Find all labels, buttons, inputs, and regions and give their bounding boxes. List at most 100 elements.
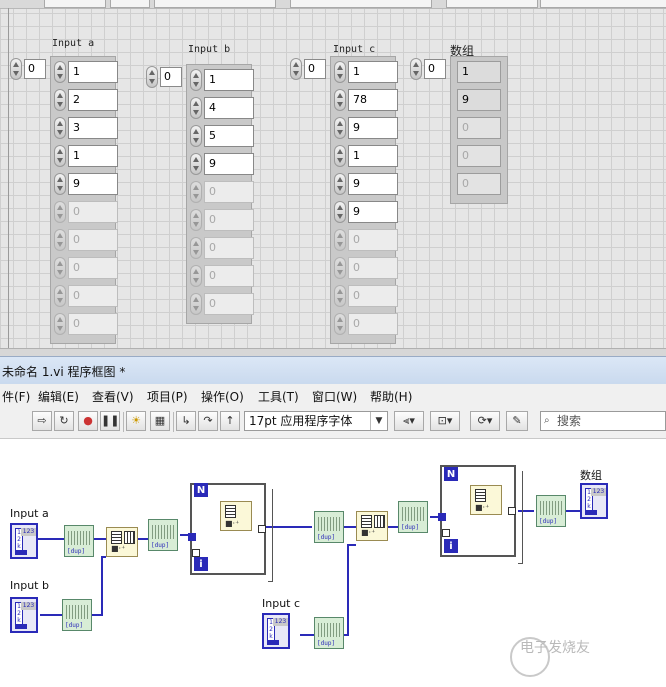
output-tunnel[interactable]	[258, 525, 266, 533]
array-element-input[interactable]: 0	[68, 201, 118, 223]
reorder-icon[interactable]: ⟳▾	[470, 411, 500, 431]
array-element-input[interactable]: 1	[68, 61, 118, 83]
run-continuously-icon[interactable]: ↻	[54, 411, 74, 431]
loop-count-terminal[interactable]: N	[194, 483, 208, 497]
element-increment-decrement[interactable]	[190, 125, 202, 147]
array-element-input[interactable]: 2	[68, 89, 118, 111]
element-increment-decrement[interactable]	[334, 257, 346, 279]
for-loop-2[interactable]: N i ■·⁺	[438, 465, 516, 557]
element-increment-decrement[interactable]	[334, 285, 346, 307]
array-element-input[interactable]: 1	[204, 69, 254, 91]
step-into-icon[interactable]: ↳	[176, 411, 196, 431]
element-increment-decrement[interactable]	[54, 89, 66, 111]
search-array-function[interactable]: ■·⁺	[470, 485, 502, 515]
panel-bottom-scrollbar[interactable]	[0, 348, 666, 356]
element-increment-decrement[interactable]	[54, 229, 66, 251]
step-out-icon[interactable]: ↑	[220, 411, 240, 431]
menu-file[interactable]: 件(F)	[2, 390, 31, 404]
index-increment-decrement[interactable]	[10, 58, 22, 80]
for-loop-1[interactable]: N i ■·⁺	[188, 483, 266, 575]
array-element-input[interactable]: 0	[348, 313, 398, 335]
run-arrow-icon[interactable]: ⇨	[32, 411, 52, 431]
array-element-input[interactable]: 0	[204, 209, 254, 231]
array-element-input[interactable]: 0	[68, 313, 118, 335]
array-element-input[interactable]: 0	[204, 265, 254, 287]
array-element-input[interactable]: 9	[68, 173, 118, 195]
element-increment-decrement[interactable]	[54, 61, 66, 83]
array-element-input[interactable]: 1	[348, 61, 398, 83]
element-increment-decrement[interactable]	[190, 237, 202, 259]
element-increment-decrement[interactable]	[190, 153, 202, 175]
array-element-input[interactable]: 78	[348, 89, 398, 111]
menu-window[interactable]: 窗口(W)	[312, 390, 358, 404]
window-title-bar[interactable]: 未命名 1.vi 程序框图 *	[0, 356, 666, 385]
abort-icon[interactable]: ●	[78, 411, 98, 431]
index-increment-decrement[interactable]	[410, 58, 422, 80]
element-increment-decrement[interactable]	[334, 173, 346, 195]
menu-project[interactable]: 项目(P)	[147, 390, 188, 404]
element-increment-decrement[interactable]	[54, 285, 66, 307]
element-increment-decrement[interactable]	[190, 97, 202, 119]
element-increment-decrement[interactable]	[54, 201, 66, 223]
remove-duplicates-vi[interactable]: [dup]	[536, 495, 566, 527]
element-increment-decrement[interactable]	[190, 265, 202, 287]
input-tunnel[interactable]	[188, 533, 196, 541]
array-element-input[interactable]: 0	[68, 285, 118, 307]
remove-duplicates-vi[interactable]: [dup]	[314, 511, 344, 543]
element-increment-decrement[interactable]	[54, 173, 66, 195]
loop-iteration-terminal[interactable]: i	[194, 557, 208, 571]
element-increment-decrement[interactable]	[190, 181, 202, 203]
element-increment-decrement[interactable]	[54, 313, 66, 335]
menu-view[interactable]: 查看(V)	[92, 390, 134, 404]
remove-duplicates-vi[interactable]: [dup]	[62, 599, 92, 631]
build-array-function[interactable]: ■·⁺	[356, 511, 388, 541]
element-increment-decrement[interactable]	[334, 229, 346, 251]
element-increment-decrement[interactable]	[334, 117, 346, 139]
array-element-input[interactable]: 0	[204, 293, 254, 315]
input-tunnel[interactable]	[438, 513, 446, 521]
remove-duplicates-vi[interactable]: [dup]	[148, 519, 178, 551]
menu-edit[interactable]: 编辑(E)	[38, 390, 79, 404]
menu-operate[interactable]: 操作(O)	[201, 390, 244, 404]
element-increment-decrement[interactable]	[54, 145, 66, 167]
step-over-icon[interactable]: ↷	[198, 411, 218, 431]
array-element-input[interactable]: 0	[204, 237, 254, 259]
element-increment-decrement[interactable]	[334, 61, 346, 83]
element-increment-decrement[interactable]	[334, 201, 346, 223]
array-element-input[interactable]: 0	[348, 285, 398, 307]
element-increment-decrement[interactable]	[190, 293, 202, 315]
remove-duplicates-vi[interactable]: [dup]	[398, 501, 428, 533]
array-index-input[interactable]: 0	[424, 59, 446, 79]
index-increment-decrement[interactable]	[290, 58, 302, 80]
array-element-input[interactable]: 0	[348, 257, 398, 279]
array-element-input[interactable]: 0	[68, 229, 118, 251]
array-element-input[interactable]: 9	[348, 201, 398, 223]
element-increment-decrement[interactable]	[334, 89, 346, 111]
array-element-input[interactable]: 9	[348, 173, 398, 195]
remove-duplicates-vi[interactable]: [dup]	[64, 525, 94, 557]
array-element-input[interactable]: 9	[348, 117, 398, 139]
highlight-execution-icon[interactable]: ☀	[126, 411, 146, 431]
array-element-input[interactable]: 0	[348, 229, 398, 251]
shift-register[interactable]	[192, 549, 200, 557]
menu-help[interactable]: 帮助(H)	[370, 390, 413, 404]
index-increment-decrement[interactable]	[146, 66, 158, 88]
distribute-objects-icon[interactable]: ⊡▾	[430, 411, 460, 431]
element-increment-decrement[interactable]	[190, 69, 202, 91]
build-array-function[interactable]: ■·⁺	[106, 527, 138, 557]
search-input[interactable]: ⌕ 搜索	[540, 411, 666, 431]
array-element-input[interactable]: 4	[204, 97, 254, 119]
clean-up-diagram-icon[interactable]: ✎	[506, 411, 528, 431]
element-increment-decrement[interactable]	[54, 257, 66, 279]
element-increment-decrement[interactable]	[334, 145, 346, 167]
array-index-input[interactable]: 0	[160, 67, 182, 87]
array-element-input[interactable]: 1	[68, 145, 118, 167]
font-select[interactable]: 17pt 应用程序字体 ▼	[244, 411, 388, 431]
array-element-input[interactable]: 9	[204, 153, 254, 175]
element-increment-decrement[interactable]	[334, 313, 346, 335]
pause-icon[interactable]: ❚❚	[100, 411, 120, 431]
element-increment-decrement[interactable]	[54, 117, 66, 139]
